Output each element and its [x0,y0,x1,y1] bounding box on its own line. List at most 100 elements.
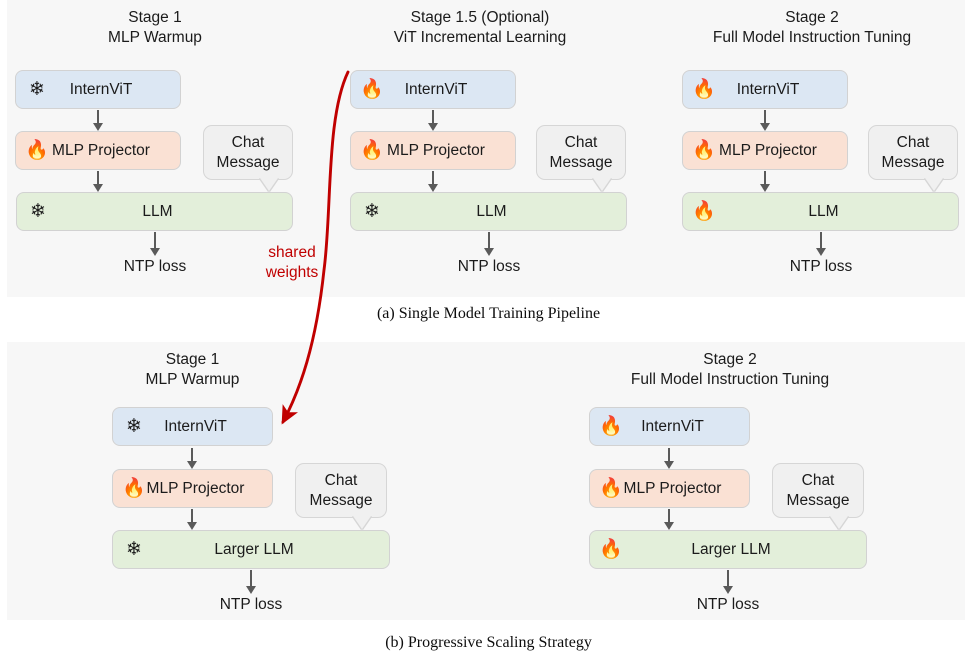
node-label: LLM [476,202,507,220]
chat-message-bubble-stage-1-5[interactable]: Chat Message [536,125,626,191]
arrow-vit-to-mlp-stage-2-b [664,448,674,469]
node-label: MLP Projector [387,141,485,159]
chat-line1: Chat [801,471,835,489]
shared-weights-label: shared weights [249,243,335,283]
snowflake-icon: ❄ [126,416,142,437]
arrow-mlp-to-llm-stage-2-b [664,509,674,530]
arrow-vit-to-mlp-stage-2 [760,110,770,131]
node-llm-stage-1[interactable]: ❄ LLM [16,192,293,231]
node-label: LLM [142,202,173,220]
caption-panel-a: (a) Single Model Training Pipeline [376,305,601,322]
stage-title-stage-2: Stage 2 Full Model Instruction Tuning [672,8,952,48]
node-label: Larger LLM [691,540,771,558]
chat-message-bubble-stage-2-b[interactable]: Chat Message [772,463,864,529]
node-label: MLP Projector [146,479,245,497]
chat-line2: Message [549,153,613,171]
node-internvit-stage-1-5[interactable]: 🔥 InternViT [350,70,516,109]
node-label: MLP Projector [52,141,150,159]
node-label: InternViT [69,80,133,98]
fire-icon: 🔥 [599,539,623,560]
chat-bubble-tail [925,178,943,191]
loss-label-stage-2: NTP loss [789,258,853,275]
chat-bubble-tail [830,516,848,529]
loss-label-stage-1-5: NTP loss [457,258,521,275]
fire-icon: 🔥 [692,79,716,100]
stage-title-line1: Stage 1.5 (Optional) [410,9,550,26]
stage-title-line2: Full Model Instruction Tuning [712,29,912,46]
node-label: InternViT [164,417,227,435]
fire-icon: 🔥 [692,140,716,161]
stage-title-line2: ViT Incremental Learning [393,29,567,46]
arrow-mlp-to-llm-stage-1-5 [428,171,438,192]
stage-title-stage-2-b: Stage 2 Full Model Instruction Tuning [590,350,870,390]
node-mlp-projector-stage-1-5[interactable]: 🔥 MLP Projector [350,131,516,170]
node-internvit-stage-1-b[interactable]: ❄ InternViT [112,407,273,446]
fire-icon: 🔥 [599,478,623,499]
node-mlp-projector-stage-2[interactable]: 🔥 MLP Projector [682,131,848,170]
chat-line2: Message [881,153,945,171]
chat-line2: Message [216,153,280,171]
node-internvit-stage-2-b[interactable]: 🔥 InternViT [589,407,750,446]
node-internvit-stage-2[interactable]: 🔥 InternViT [682,70,848,109]
node-label: MLP Projector [623,479,722,497]
node-mlp-projector-stage-1[interactable]: 🔥 MLP Projector [15,131,181,170]
fire-icon: 🔥 [692,201,716,222]
chat-line1: Chat [896,133,930,151]
node-label: InternViT [736,80,800,98]
stage-title-line1: Stage 1 [165,351,220,368]
node-label: MLP Projector [719,141,817,159]
snowflake-icon: ❄ [364,201,380,222]
node-internvit-stage-1[interactable]: ❄ InternViT [15,70,181,109]
node-label: LLM [808,202,839,220]
arrow-llm-to-loss-stage-1-5 [484,232,494,256]
shared-weights-line1: shared [268,244,316,261]
chat-message-bubble-stage-1[interactable]: Chat Message [203,125,293,191]
chat-bubble-tail [260,178,278,191]
node-label: Larger LLM [214,540,294,558]
fire-icon: 🔥 [122,478,146,499]
stage-title-stage-1-5: Stage 1.5 (Optional) ViT Incremental Lea… [340,8,620,48]
arrow-llm-to-loss-stage-2 [816,232,826,256]
stage-title-stage-1: Stage 1 MLP Warmup [15,8,295,48]
loss-label-stage-1: NTP loss [123,258,187,275]
node-label: InternViT [404,80,468,98]
shared-weights-line2: weights [265,264,319,281]
chat-bubble-tail [593,178,611,191]
stage-title-line2: MLP Warmup [145,371,240,388]
chat-line1: Chat [564,133,598,151]
node-label: InternViT [641,417,704,435]
snowflake-icon: ❄ [30,201,46,222]
stage-title-line2: Full Model Instruction Tuning [630,371,830,388]
arrow-vit-to-mlp-stage-1-b [187,448,197,469]
fire-icon: 🔥 [599,416,623,437]
chat-line1: Chat [324,471,358,489]
arrow-llm-to-loss-stage-1 [150,232,160,256]
arrow-llm-to-loss-stage-2-b [723,570,733,594]
arrow-vit-to-mlp-stage-1 [93,110,103,131]
chat-message-bubble-stage-1-b[interactable]: Chat Message [295,463,387,529]
chat-line2: Message [786,491,850,509]
chat-line2: Message [309,491,373,509]
chat-message-bubble-stage-2[interactable]: Chat Message [868,125,958,191]
snowflake-icon: ❄ [126,539,142,560]
arrow-llm-to-loss-stage-1-b [246,570,256,594]
chat-bubble-tail [353,516,371,529]
node-larger-llm-stage-1-b[interactable]: ❄ Larger LLM [112,530,390,569]
arrow-mlp-to-llm-stage-1-b [187,509,197,530]
node-llm-stage-1-5[interactable]: ❄ LLM [350,192,627,231]
stage-title-line1: Stage 2 [703,351,757,368]
stage-title-stage-1-b: Stage 1 MLP Warmup [112,350,273,390]
loss-label-stage-2-b: NTP loss [696,596,760,613]
fire-icon: 🔥 [360,140,384,161]
chat-line1: Chat [231,133,265,151]
arrow-vit-to-mlp-stage-1-5 [428,110,438,131]
caption-panel-b: (b) Progressive Scaling Strategy [385,634,592,651]
node-mlp-projector-stage-1-b[interactable]: 🔥 MLP Projector [112,469,273,508]
arrow-mlp-to-llm-stage-1 [93,171,103,192]
stage-title-line1: Stage 2 [785,9,839,26]
node-llm-stage-2[interactable]: 🔥 LLM [682,192,959,231]
node-mlp-projector-stage-2-b[interactable]: 🔥 MLP Projector [589,469,750,508]
snowflake-icon: ❄ [29,79,45,100]
fire-icon: 🔥 [25,140,49,161]
node-larger-llm-stage-2-b[interactable]: 🔥 Larger LLM [589,530,867,569]
